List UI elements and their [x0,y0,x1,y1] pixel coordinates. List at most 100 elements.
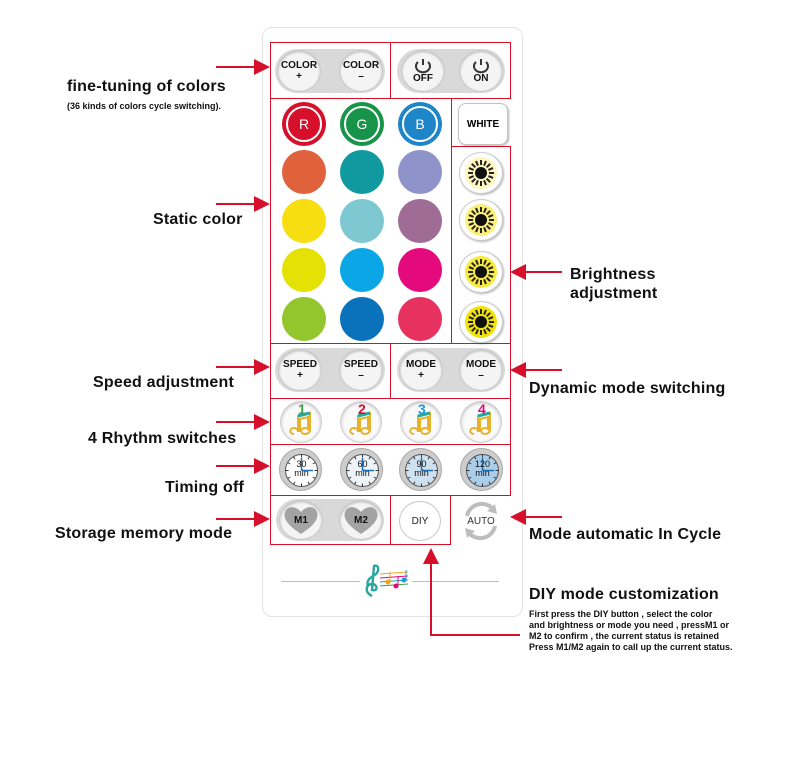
white-button[interactable]: WHITE [458,103,508,145]
diy-line-3: M2 to confirm , the current status is re… [529,631,720,641]
auto-button[interactable]: AUTO [459,500,503,542]
cycle-icon [465,501,497,541]
rhythm-button[interactable]: 4 [460,401,502,443]
dynamic-mode-label: Dynamic mode switching [529,380,726,397]
timer-value: 30 [296,459,307,469]
brightness-button[interactable] [459,301,503,343]
g-label: G [344,106,380,142]
static-color-button[interactable] [398,199,442,243]
rhythm-button[interactable]: 3 [400,401,442,443]
rhythm-number: 4 [478,401,486,417]
timer-value: 60 [357,459,368,469]
static-color-button[interactable] [340,297,384,341]
static-color-button[interactable] [340,199,384,243]
green-button[interactable]: G [340,102,384,146]
off-label: OFF [413,72,433,84]
diy-section [390,495,451,545]
auto-cycle-label: Mode automatic In Cycle [529,526,722,543]
color-plus-label: COLOR [280,60,318,71]
sun-icon [465,204,497,236]
sun-icon [465,256,497,288]
sun-icon [465,306,497,338]
speed-label: Speed adjustment [93,374,235,391]
diy-label: DIY [411,515,429,527]
mode-minus-button[interactable]: MODE – [459,349,503,391]
timer-value: 120 [474,459,491,469]
m2-button[interactable]: M2 [339,500,383,540]
auto-label: AUTO [467,515,495,527]
power-icon [473,58,489,73]
on-button[interactable]: ON [459,50,503,92]
brightness-button[interactable] [459,199,503,241]
static-color-button[interactable] [282,199,326,243]
clock-icon [346,454,379,487]
music-note-icon [289,411,311,436]
static-color-button[interactable] [282,150,326,194]
timing-label: Timing off [165,479,245,496]
minus-sign: – [358,370,364,381]
arrow-diy [423,548,520,636]
static-color-button[interactable] [398,297,442,341]
static-color-button[interactable] [282,297,326,341]
speed-minus-label: SPEED [344,359,378,370]
static-color-button[interactable] [398,248,442,292]
m1-button[interactable]: M1 [279,500,323,540]
storage-label: Storage memory mode [55,525,233,542]
rhythm-number: 3 [418,401,426,417]
brightness-button[interactable] [459,152,503,194]
clock-icon [466,454,499,487]
brightness-label-line2: adjustment [570,285,658,302]
rhythm-button[interactable]: 2 [340,401,382,443]
clock-icon [405,454,438,487]
mode-plus-label: MODE [406,359,436,370]
color-plus-button[interactable]: COLOR + [277,50,321,92]
blue-button[interactable]: B [398,102,442,146]
plus-sign: + [296,71,302,82]
brightness-label-line1: Brightness [570,266,656,283]
brightness-button[interactable] [459,251,503,293]
off-button[interactable]: OFF [401,50,445,92]
music-logo-icon [360,564,412,598]
color-minus-button[interactable]: COLOR – [339,50,383,92]
m2-label: M2 [354,515,368,526]
minus-sign: – [478,370,484,381]
diy-button[interactable]: DIY [399,501,441,541]
red-button[interactable]: R [282,102,326,146]
rhythm-button[interactable]: 1 [280,401,322,443]
fine-tuning-title: fine-tuning of colors [67,78,226,95]
static-color-button[interactable] [398,150,442,194]
music-note-icon [409,411,431,436]
static-color-button[interactable] [282,248,326,292]
diy-description: First press the DIY button , select the … [529,609,789,653]
b-label: B [402,106,438,142]
on-label: ON [473,72,489,84]
plus-sign: + [418,370,424,381]
music-note-icon [469,411,491,436]
timer-unit: min [414,468,429,478]
static-color-label: Static color [153,211,243,228]
diy-title: DIY mode customization [529,586,719,603]
diy-line-1: First press the DIY button , select the … [529,609,713,619]
speed-minus-button[interactable]: SPEED – [339,349,383,391]
r-label: R [286,106,322,142]
heart-icon: M1 [284,507,318,534]
heart-icon: M2 [344,507,378,534]
timer-unit: min [294,468,309,478]
diy-line-4: Press M1/M2 again to call up the current… [529,642,733,652]
mode-plus-button[interactable]: MODE + [399,349,443,391]
timer-unit: min [475,468,490,478]
speed-plus-button[interactable]: SPEED + [278,349,322,391]
rhythm-number: 2 [358,401,366,417]
clock-icon [285,454,318,487]
power-icon [415,58,431,73]
rhythm-number: 1 [298,401,306,417]
static-color-button[interactable] [340,248,384,292]
static-color-button[interactable] [340,150,384,194]
music-note-icon [349,411,371,436]
timer-value: 90 [416,459,427,469]
